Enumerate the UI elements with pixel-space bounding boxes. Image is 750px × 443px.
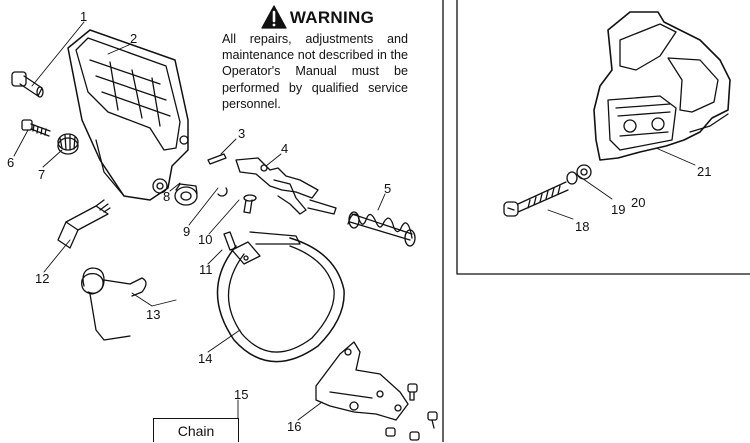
- part-4-brake-lever: [235, 157, 337, 215]
- part-19-20-washers: [566, 164, 592, 185]
- part-1-pin: [11, 71, 44, 98]
- part-7-nut: [57, 133, 79, 155]
- part-6-screw: [21, 119, 51, 137]
- part-5-spring: [347, 211, 416, 247]
- part-14-brake-band: [216, 231, 345, 363]
- part-12-clip: [57, 199, 111, 249]
- part-2-brake-handle: [67, 29, 189, 201]
- callout-5: 5: [384, 181, 392, 196]
- chain-label-box: Chain: [153, 418, 239, 442]
- callout-16: 16: [287, 419, 302, 434]
- callout-13: 13: [146, 307, 161, 322]
- callout-4: 4: [281, 141, 289, 156]
- callout-6: 6: [7, 155, 15, 170]
- warning-notice: WARNING All repairs, adjustments and mai…: [222, 8, 408, 112]
- callout-8: 8: [163, 189, 171, 204]
- part-16-screws: [385, 383, 438, 441]
- part-10-pin: [243, 194, 257, 214]
- callout-15: 15: [234, 387, 249, 402]
- callout-2: 2: [130, 31, 138, 46]
- part-8-bushing: [174, 183, 198, 206]
- warning-title: WARNING: [289, 8, 375, 27]
- callout-19: 19: [611, 202, 626, 217]
- callout-14: 14: [198, 351, 213, 366]
- callout-11: 11: [199, 262, 213, 277]
- part-13-spring: [81, 267, 147, 341]
- part-3-pin: [207, 153, 227, 165]
- callout-3: 3: [238, 126, 246, 141]
- callout-21: 21: [697, 164, 712, 179]
- part-16-plate: [315, 341, 409, 421]
- warning-text: All repairs, adjustments and maintenance…: [222, 32, 408, 111]
- part-21-clutch-cover: [593, 11, 731, 161]
- callout-1: 1: [80, 9, 88, 24]
- callout-7: 7: [38, 167, 46, 182]
- callout-20: 20: [631, 195, 646, 210]
- warning-triangle-icon: [261, 5, 287, 29]
- callout-12: 12: [35, 271, 50, 286]
- part-9-clip: [217, 187, 228, 197]
- callout-10: 10: [198, 232, 213, 247]
- callout-9: 9: [183, 224, 191, 239]
- callout-18: 18: [575, 219, 590, 234]
- inset-frame: [456, 0, 750, 275]
- part-18-bolt: [503, 181, 569, 217]
